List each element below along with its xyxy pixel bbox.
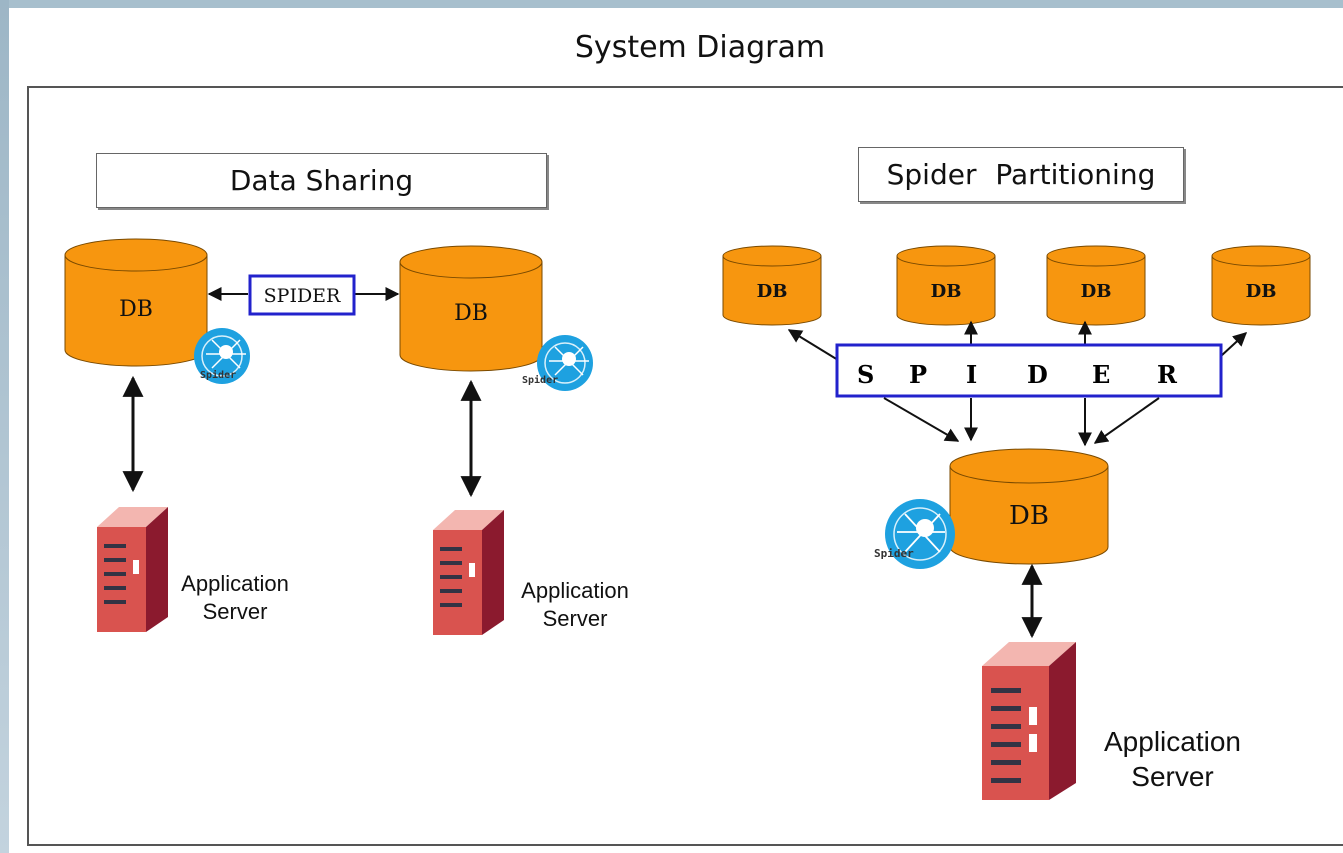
spider-badge-icon: Spider [874, 499, 955, 569]
data-sharing-header: Data Sharing [96, 153, 547, 208]
application-server-label: Application Server [165, 570, 305, 625]
db-shard-3: DB [1046, 245, 1146, 326]
diagram-frame [27, 86, 1343, 846]
server-label-line2: Server [202, 598, 268, 624]
badge-label: Spider [874, 547, 914, 560]
server-label-line2: Server [1131, 761, 1214, 792]
window-left-edge [0, 0, 9, 853]
db-label: DB [757, 281, 788, 302]
spider-letter: I [966, 360, 977, 389]
application-server-icon [982, 642, 1076, 800]
window-top-edge [0, 0, 1343, 8]
db-label: DB [1246, 281, 1277, 302]
application-server-icon [97, 507, 168, 632]
server-label-line1: Application [181, 571, 289, 596]
server-label-line1: Application [1104, 726, 1241, 757]
server-label-line1: Application [521, 578, 629, 603]
db-label: DB [454, 301, 488, 326]
application-server-label: Application Server [1085, 724, 1260, 794]
spider-badge-icon: Spider [522, 335, 593, 391]
db-label: DB [119, 297, 153, 322]
db-shard-2: DB [896, 245, 996, 326]
server-label-line2: Server [542, 605, 608, 631]
application-server-icon [433, 510, 504, 635]
arrow-spider-maindb [1093, 397, 1160, 444]
db-label: DB [931, 281, 962, 302]
spider-link-label: SPIDER [264, 285, 341, 307]
spider-link-box [248, 274, 356, 316]
db-shard-4: DB [1211, 245, 1311, 326]
badge-label: Spider [522, 374, 558, 386]
db-cylinder-main: DB [949, 448, 1109, 565]
spider-badge-icon: Spider [194, 328, 250, 384]
spider-partitioning-header: Spider Partitioning [858, 147, 1184, 202]
diagram-title: System Diagram [574, 30, 826, 65]
arrow-spider-maindb [883, 397, 960, 442]
db-cylinder-left-1: DB [64, 238, 208, 367]
spider-letter: D [1027, 360, 1048, 389]
arrow-spider-shard1 [787, 329, 839, 361]
spider-letter: S [857, 360, 874, 389]
arrow-spider-shard4 [1220, 332, 1248, 357]
db-label: DB [1081, 281, 1112, 302]
spider-letter: R [1157, 360, 1178, 389]
db-cylinder-left-2: DB [399, 245, 543, 372]
badge-label: Spider [200, 369, 236, 381]
spider-letter: P [909, 360, 927, 389]
db-label: DB [1009, 501, 1049, 531]
spider-letter: E [1092, 360, 1110, 389]
spider-router-box [835, 343, 1223, 398]
application-server-label: Application Server [505, 577, 645, 632]
db-shard-1: DB [722, 245, 822, 326]
